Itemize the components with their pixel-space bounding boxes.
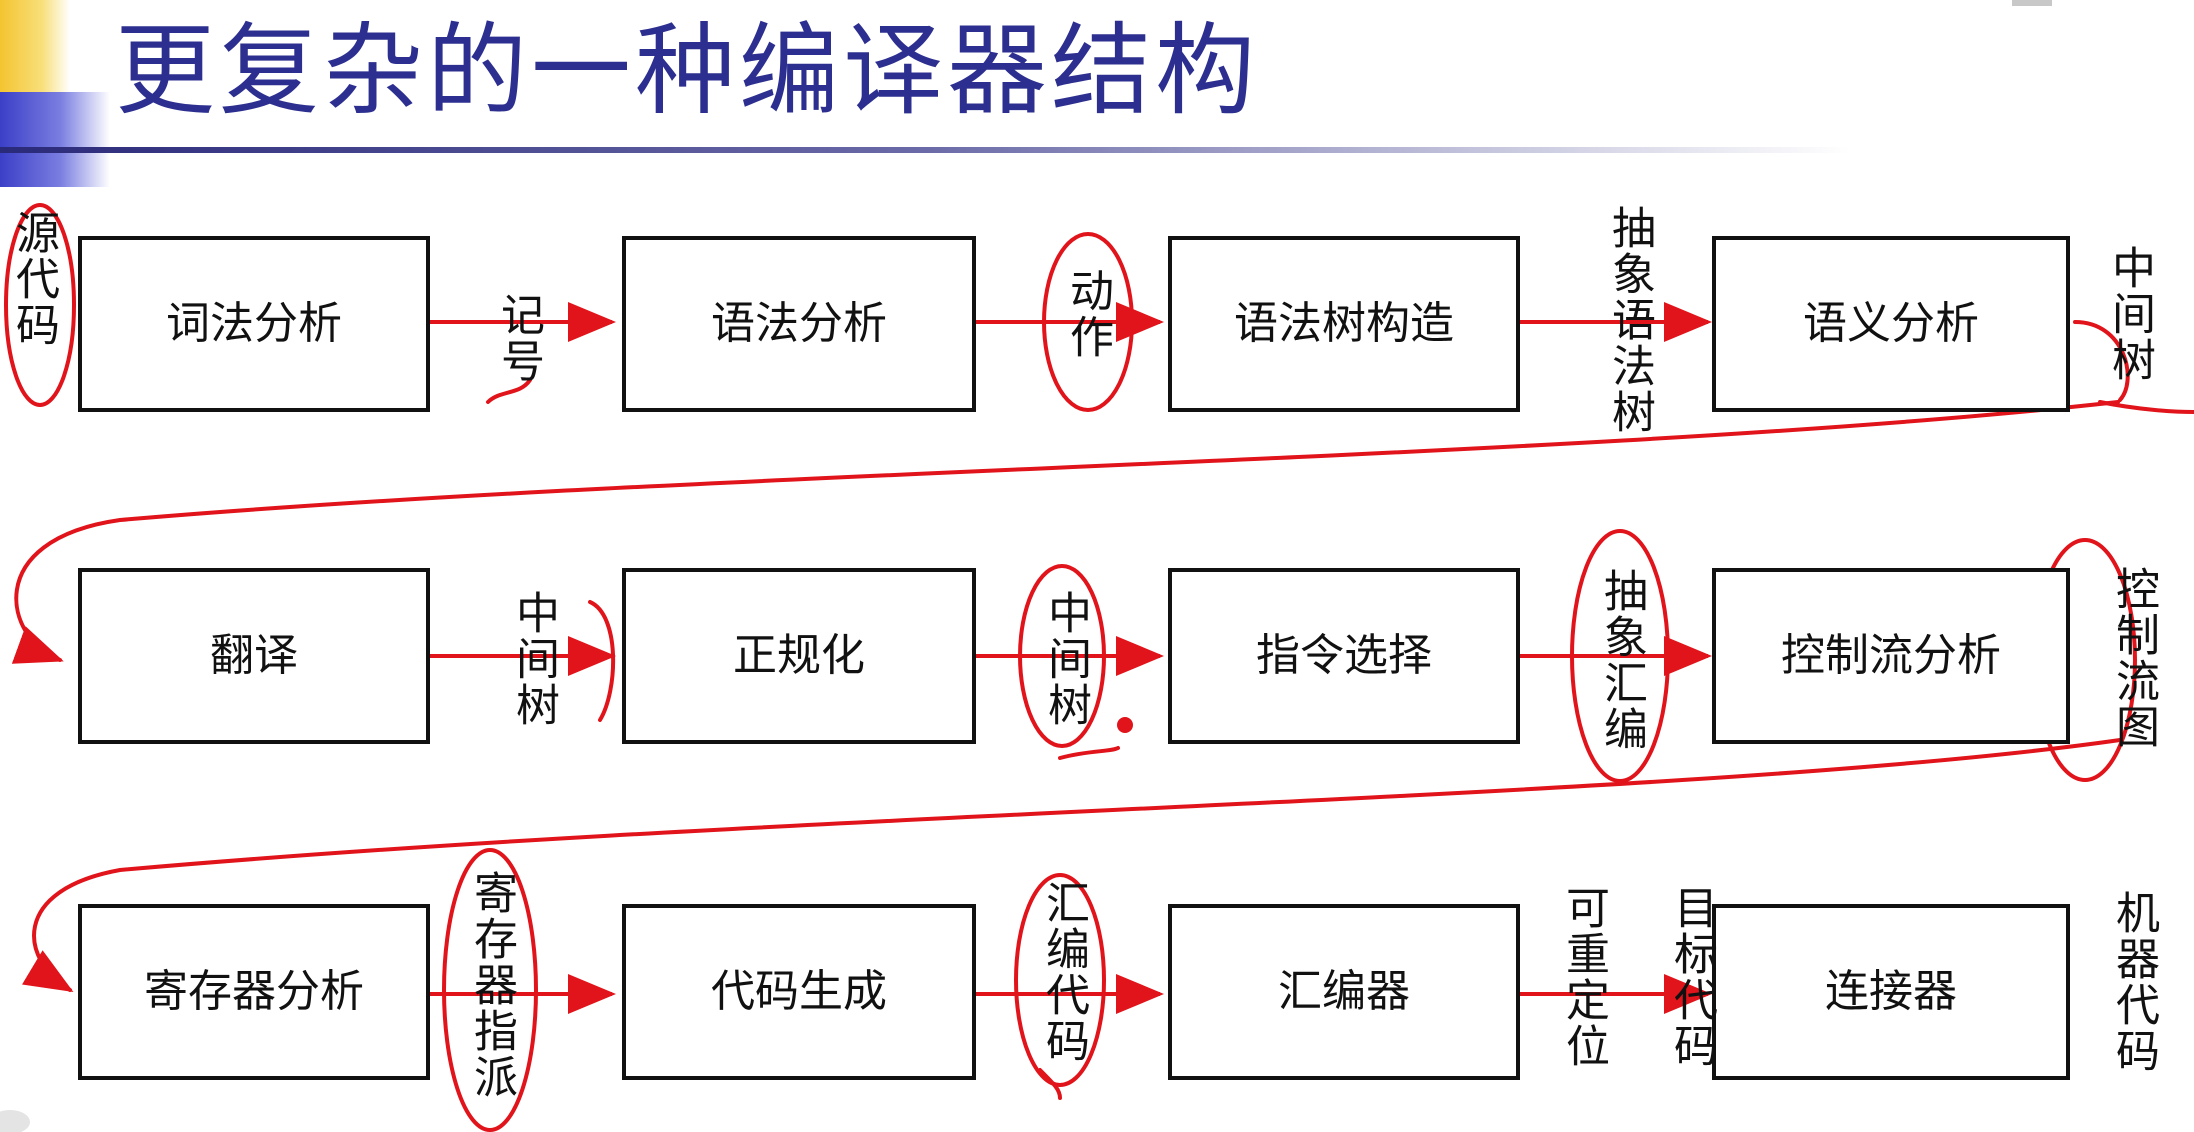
edge-label-register-assignment: 寄存器指派 [466, 870, 517, 1100]
stage-label: 词法分析 [166, 298, 342, 349]
edge-label-control-flow-graph: 控制流图 [2108, 566, 2159, 750]
stage-label: 代码生成 [711, 966, 887, 1017]
edge-label-source-code: 源代码 [8, 210, 59, 348]
slide-title-bar: 更复杂的一种编译器结构 [0, 0, 2194, 190]
title-accent-yellow [0, 0, 70, 92]
edge-label-machine-code: 机器代码 [2108, 890, 2159, 1074]
stage-box-syntax-analysis: 语法分析 [622, 236, 976, 412]
stage-box-control-flow-analysis: 控制流分析 [1712, 568, 2070, 744]
stage-box-assembler: 汇编器 [1168, 904, 1520, 1080]
edge-label-tokens: 记号 [493, 292, 544, 384]
stage-label: 指令选择 [1256, 630, 1432, 681]
stage-label: 语法树构造 [1234, 298, 1454, 349]
stage-label: 语义分析 [1803, 298, 1979, 349]
stage-box-syntax-tree-construction: 语法树构造 [1168, 236, 1520, 412]
stage-box-semantic-analysis: 语义分析 [1712, 236, 2070, 412]
edge-label-intermediate-tree-3: 中间树 [1040, 590, 1091, 728]
stage-label: 正规化 [733, 630, 865, 681]
edge-label-assembly-code: 汇编代码 [1038, 880, 1089, 1064]
edge-label-relocatable: 可重定位 [1558, 885, 1609, 1069]
title-accent-blue [0, 92, 110, 187]
stage-label: 连接器 [1825, 966, 1957, 1017]
stage-label: 汇编器 [1278, 966, 1410, 1017]
stage-label: 翻译 [210, 630, 298, 681]
stage-box-instruction-selection: 指令选择 [1168, 568, 1520, 744]
edge-label-intermediate-tree-2: 中间树 [508, 590, 559, 728]
edge-label-object-code: 目标代码 [1666, 885, 1717, 1069]
stage-label: 语法分析 [711, 298, 887, 349]
title-underline-rule [0, 147, 1850, 153]
stage-label: 寄存器分析 [144, 966, 364, 1017]
edge-label-intermediate-tree: 中间树 [2104, 245, 2155, 383]
edge-label-actions: 动作 [1062, 268, 1113, 360]
stage-box-linker: 连接器 [1712, 904, 2070, 1080]
stage-label: 控制流分析 [1781, 630, 2001, 681]
slide-title: 更复杂的一种编译器结构 [115, 12, 1259, 129]
window-corner-icon [2012, 0, 2052, 6]
stage-box-code-generation: 代码生成 [622, 904, 976, 1080]
edge-label-abstract-syntax-tree: 抽象语法树 [1604, 205, 1655, 435]
stage-box-register-analysis: 寄存器分析 [78, 904, 430, 1080]
corner-shadow-icon [0, 1110, 30, 1132]
stage-box-translation: 翻译 [78, 568, 430, 744]
stage-box-lexical-analysis: 词法分析 [78, 236, 430, 412]
stage-box-canonicalization: 正规化 [622, 568, 976, 744]
edge-label-abstract-assembly: 抽象汇编 [1596, 568, 1647, 752]
